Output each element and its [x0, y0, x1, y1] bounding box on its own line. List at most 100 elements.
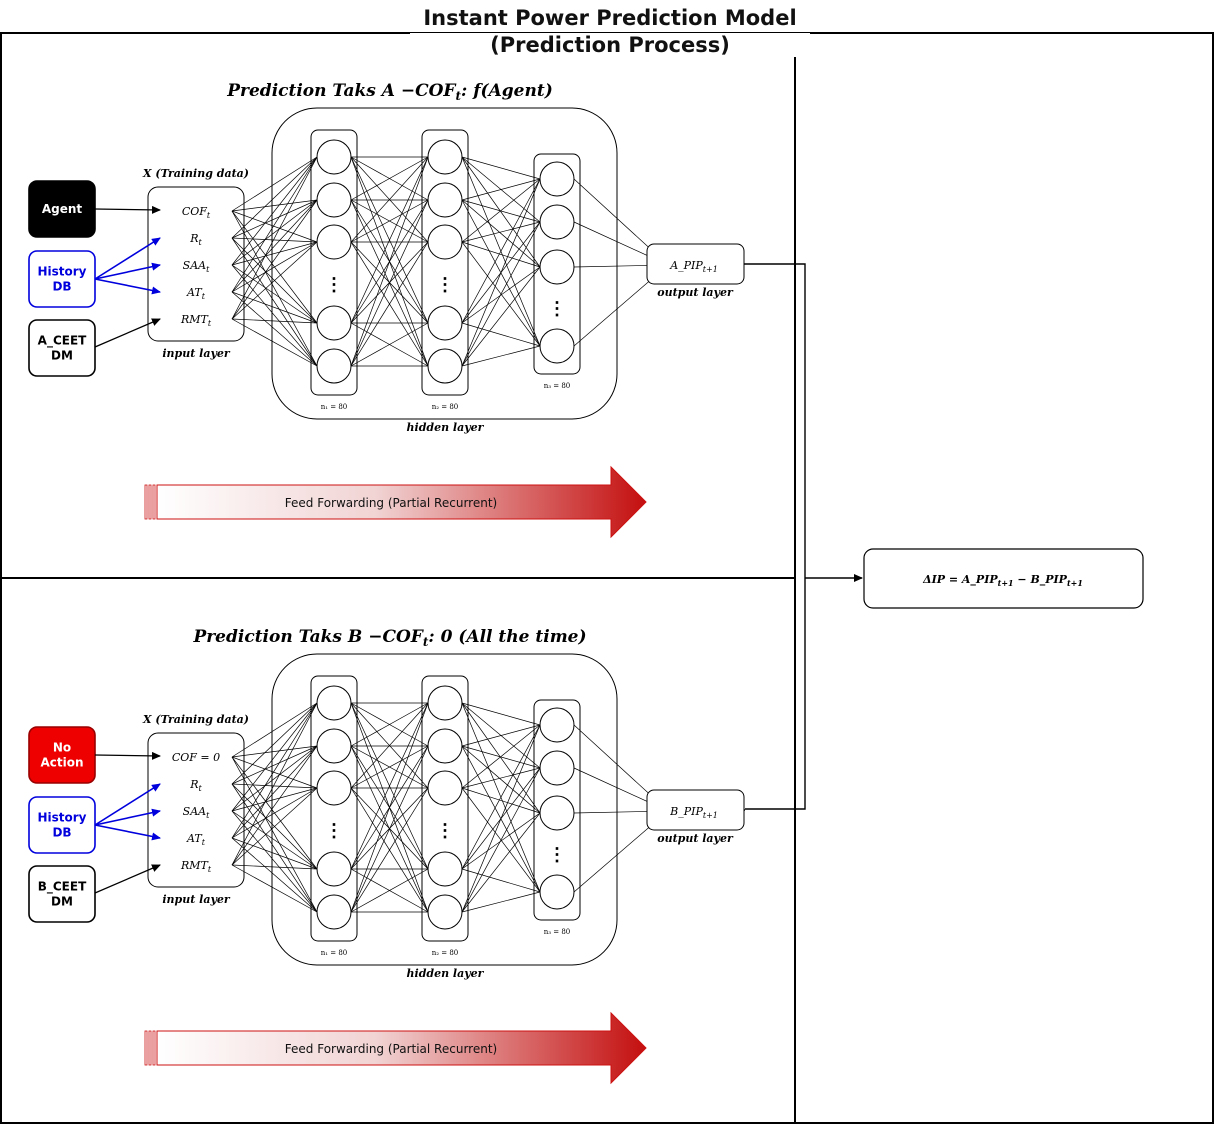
layer-size-label: n₁ = 80 [321, 949, 348, 957]
source-label: A_CEET [38, 334, 87, 349]
neuron [316, 305, 352, 341]
neuron [427, 224, 463, 260]
neuron [539, 707, 575, 743]
neuron [427, 894, 463, 930]
hidden-layer-column [310, 675, 358, 942]
input-layer-label: input layer [162, 893, 230, 906]
input-variable: Rt [189, 232, 202, 247]
hidden-layer-column [421, 129, 469, 396]
output-layer-label: output layer [657, 832, 734, 845]
feed-forward-arrow: Feed Forwarding (Partial Recurrent) [144, 1011, 647, 1085]
connections [231, 702, 669, 913]
source-label: History [37, 265, 86, 279]
ellipsis: ⋮ [548, 299, 566, 320]
input-variable: COFt [182, 205, 211, 220]
input-variable: ATt [186, 832, 206, 847]
neuron [539, 161, 575, 197]
source-box: Agent [28, 180, 96, 238]
neuron [539, 750, 575, 786]
neuron [316, 685, 352, 721]
input-variable: COF = 0 [172, 751, 220, 764]
layer-size-label: n₂ = 80 [432, 403, 459, 411]
input-variable: ATt [186, 286, 206, 301]
hidden-layer-label: hidden layer [407, 967, 485, 980]
feed-forward-label: Feed Forwarding (Partial Recurrent) [285, 1042, 497, 1056]
neuron [427, 348, 463, 384]
neuron [316, 770, 352, 806]
input-box [147, 186, 245, 342]
neuron [316, 348, 352, 384]
neuron [539, 795, 575, 831]
ellipsis: ⋮ [548, 845, 566, 866]
neuron [539, 204, 575, 240]
neuron [316, 139, 352, 175]
ellipsis: ⋮ [325, 275, 343, 296]
ellipsis: ⋮ [325, 821, 343, 842]
source-label: DM [51, 349, 73, 363]
output-variable: A_PIPt+1 [669, 259, 718, 274]
neuron [427, 139, 463, 175]
source-label: DM [51, 895, 73, 909]
diagram-subtitle: (Prediction Process) [410, 33, 810, 57]
neuron [427, 770, 463, 806]
neuron [427, 851, 463, 887]
source-label: Action [40, 756, 83, 770]
source-label: No [53, 741, 71, 755]
neuron [427, 305, 463, 341]
ellipsis: ⋮ [436, 821, 454, 842]
input-variable: SAAt [183, 259, 210, 274]
diagram-title: Instant Power Prediction Model [410, 6, 810, 30]
training-data-label: X (Training data) [142, 713, 249, 726]
neuron [427, 728, 463, 764]
source-label: History [37, 811, 86, 825]
result-formula: ΔIP = A_PIPt+1 − B_PIPt+1 [922, 573, 1083, 588]
layer-size-label: n₂ = 80 [432, 949, 459, 957]
input-variable: RMTt [180, 313, 212, 328]
output-layer-label: output layer [657, 286, 734, 299]
hidden-layer-column [533, 153, 581, 375]
input-box [147, 732, 245, 888]
feed-forward-label: Feed Forwarding (Partial Recurrent) [285, 496, 497, 510]
neuron [316, 224, 352, 260]
layer-size-label: n₃ = 80 [544, 382, 571, 390]
layer-size-label: n₁ = 80 [321, 403, 348, 411]
neuron [316, 182, 352, 218]
source-label: DB [52, 280, 71, 294]
panel-heading: Prediction Taks A −COFt: f(Agent) [226, 81, 553, 103]
neuron [427, 182, 463, 218]
connections [231, 156, 669, 367]
source-label: Agent [42, 202, 83, 216]
neuron [316, 728, 352, 764]
panel-b: Prediction Taks B −COFt: 0 (All the time… [28, 627, 745, 1085]
feed-forward-arrow: Feed Forwarding (Partial Recurrent) [144, 465, 647, 539]
input-variable: SAAt [183, 805, 210, 820]
combiner-lines [745, 263, 863, 810]
neuron [316, 851, 352, 887]
neuron [427, 685, 463, 721]
layer-size-label: n₃ = 80 [544, 928, 571, 936]
ellipsis: ⋮ [436, 275, 454, 296]
result-box: ΔIP = A_PIPt+1 − B_PIPt+1 [863, 548, 1144, 609]
source-label: B_CEET [38, 880, 87, 895]
input-variable: Rt [189, 778, 202, 793]
hidden-layer-column [421, 675, 469, 942]
input-variable: RMTt [180, 859, 212, 874]
neuron [539, 249, 575, 285]
panel-a: Prediction Taks A −COFt: f(Agent) AgentHi… [28, 81, 745, 539]
input-layer-label: input layer [162, 347, 230, 360]
hidden-layer-column [533, 699, 581, 921]
neuron [316, 894, 352, 930]
neuron [539, 328, 575, 364]
hidden-layer-column [310, 129, 358, 396]
output-variable: B_PIPt+1 [669, 805, 718, 820]
training-data-label: X (Training data) [142, 167, 249, 180]
hidden-layer-label: hidden layer [407, 421, 485, 434]
panel-heading: Prediction Taks B −COFt: 0 (All the time… [192, 627, 586, 649]
